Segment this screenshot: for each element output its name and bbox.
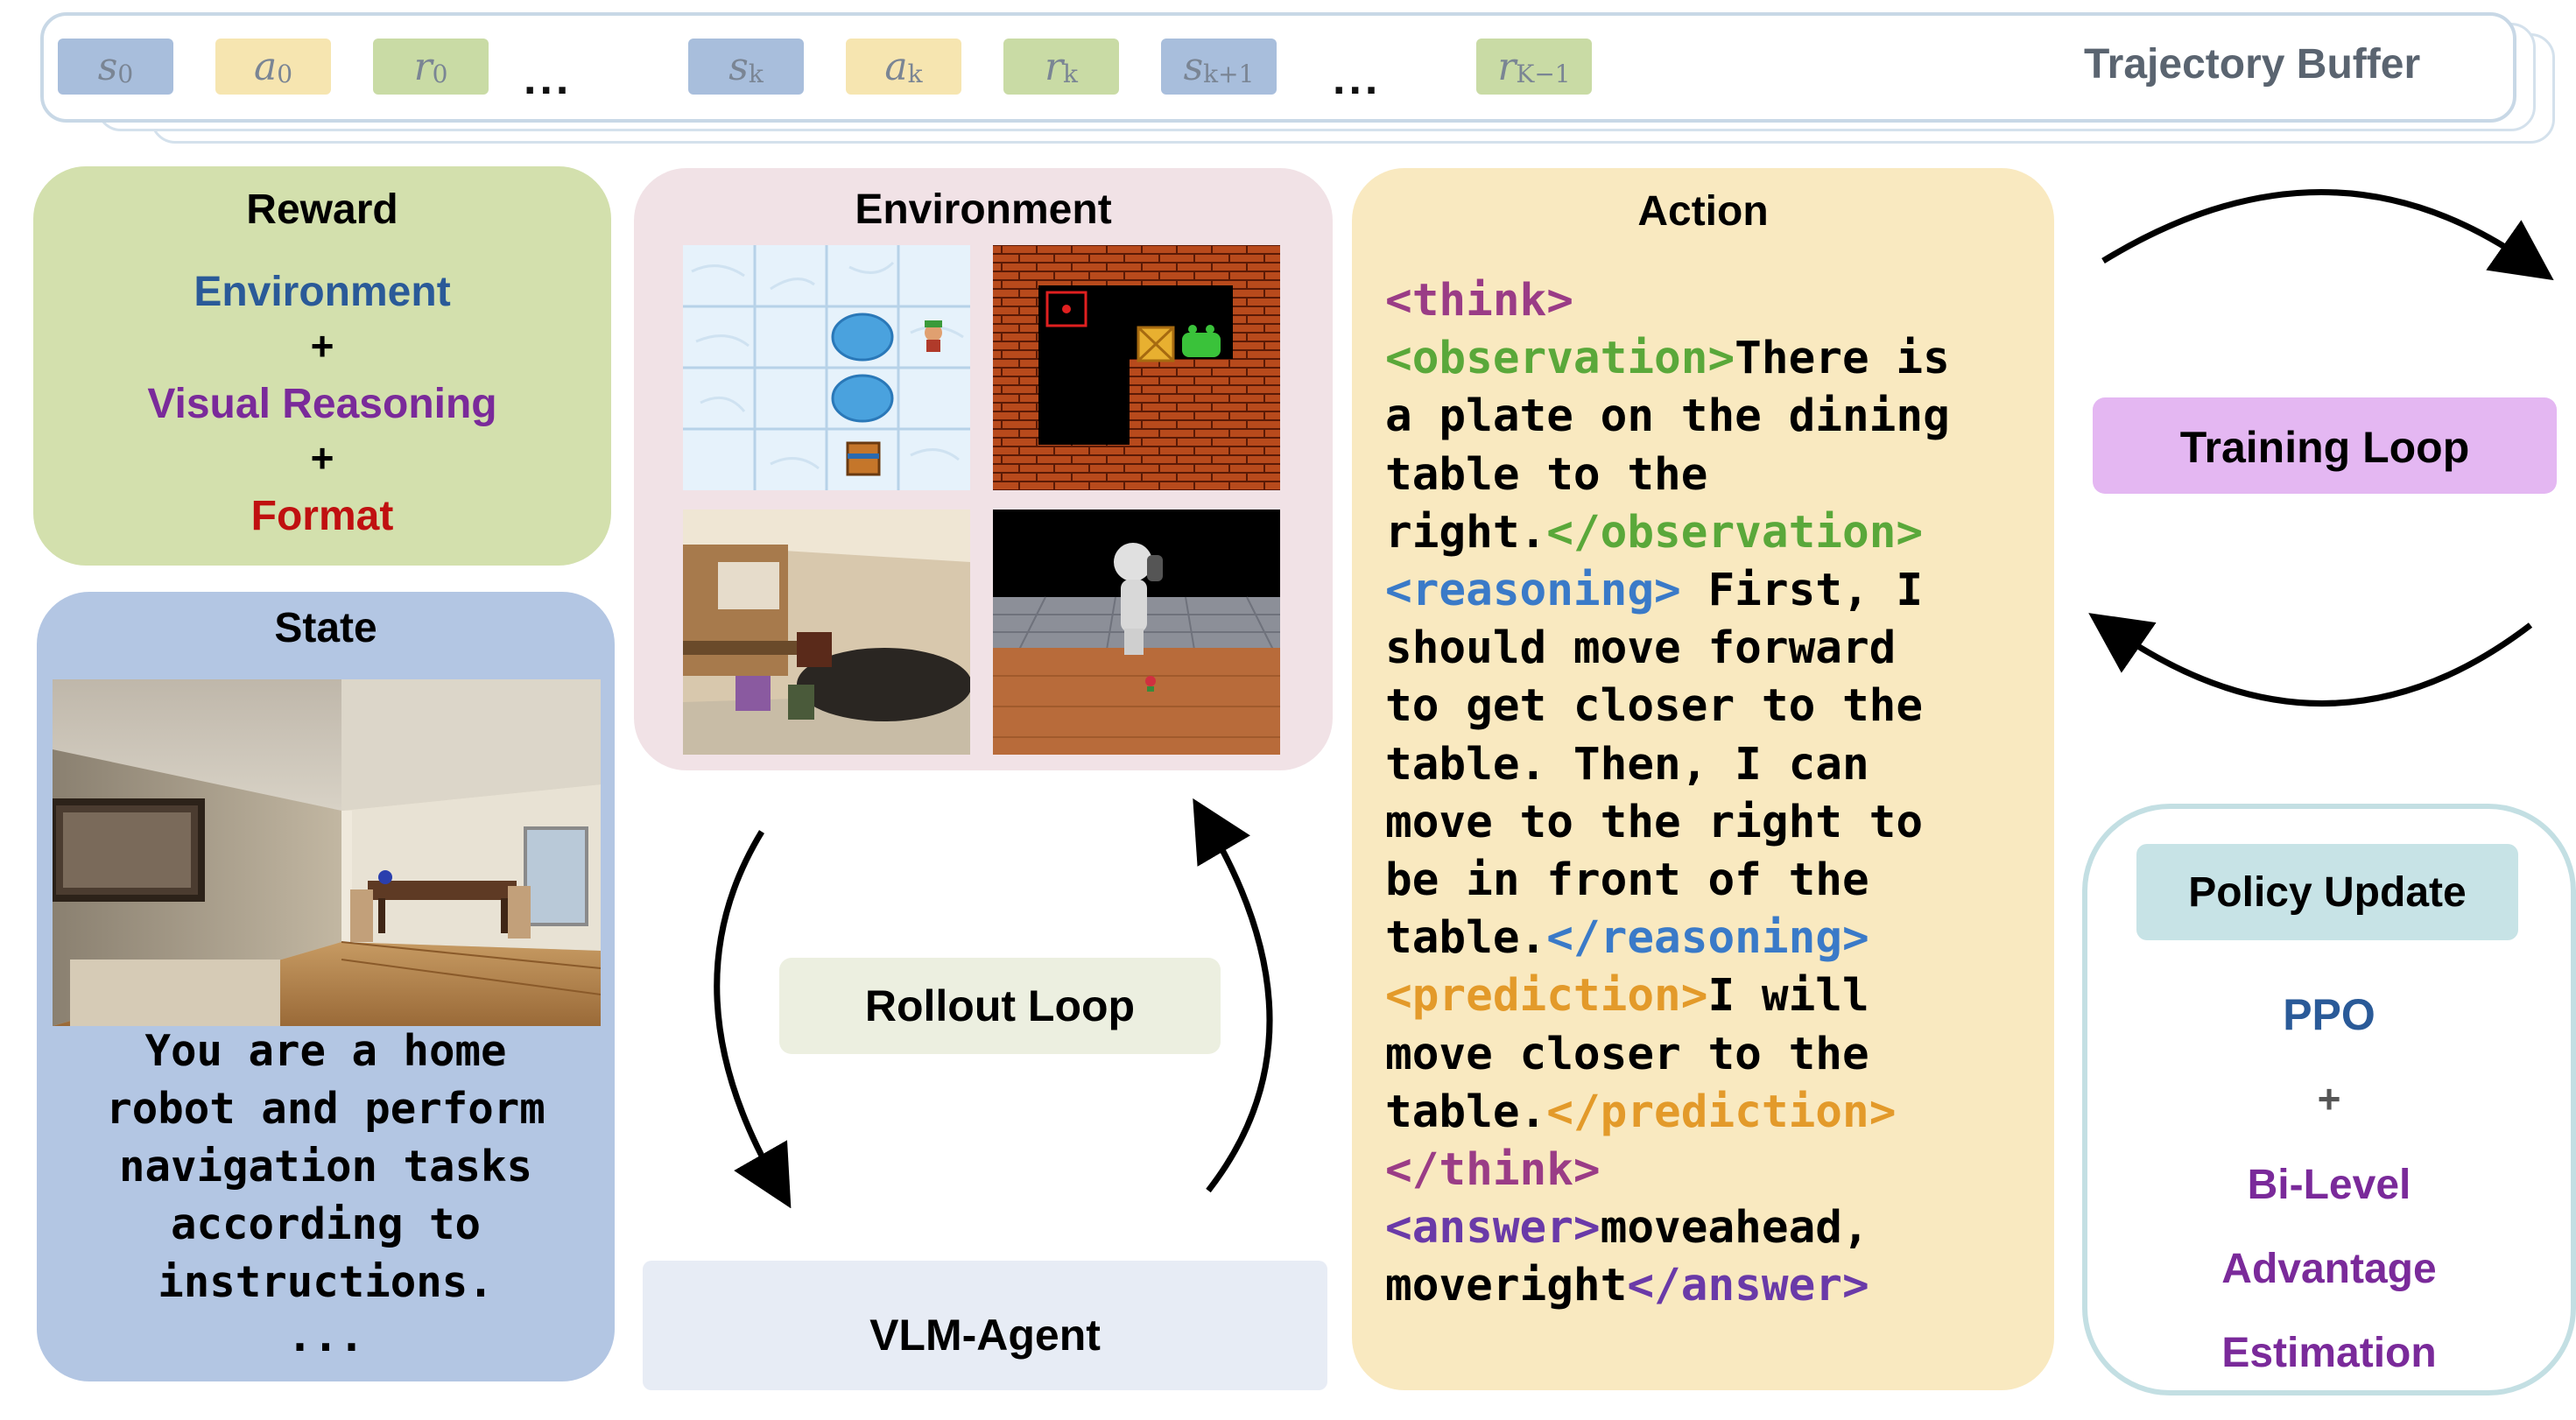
action-tag: <reasoning> [1385, 565, 1681, 616]
state-title: State [274, 605, 377, 651]
training-arrow-top [2101, 189, 2554, 281]
state-prompt-line-3: navigation tasks [118, 1142, 532, 1192]
action-title: Action [1637, 188, 1769, 235]
action-line: moveright</answer> [1385, 1260, 1869, 1311]
reward-plus-2: + [310, 435, 334, 481]
action-line: <prediction>I will [1385, 970, 1869, 1022]
rollout-loop-label: Rollout Loop [864, 981, 1136, 1030]
policy-update-header: Policy Update [2136, 844, 2518, 940]
reward-environment: Environment [194, 269, 451, 315]
state-panel: State [37, 592, 615, 1381]
action-line: table.</prediction> [1385, 1086, 1896, 1138]
state-prompt-line-5: instructions. [158, 1257, 494, 1307]
action-panel: Action [1352, 168, 2054, 1390]
training-arrow-bottom [2088, 613, 2533, 706]
action-line: <reasoning> First, I [1385, 565, 1923, 616]
action-text: I will [1707, 970, 1869, 1023]
state-prompt-line-2: robot and perform [106, 1084, 545, 1134]
action-tag: </observation> [1546, 506, 1924, 559]
environment-title: Environment [855, 186, 1112, 233]
action-line: table. Then, I can [1385, 739, 1869, 791]
reward-panel: Reward Environment + Visual Reasoning + … [33, 166, 611, 566]
training-loop-box: Training Loop [2093, 397, 2557, 494]
action-tag: </think> [1385, 1144, 1601, 1196]
action-line: be in front of the [1385, 854, 1869, 906]
action-line: <observation>There is [1385, 333, 1950, 384]
action-line: <think> [1385, 275, 1573, 327]
reward-title: Reward [246, 186, 398, 233]
action-line: right.</observation> [1385, 507, 1923, 559]
rollout-arrow-up [1193, 798, 1273, 1193]
action-line: a plate on the dining [1385, 390, 1950, 442]
action-tag: <observation> [1385, 333, 1735, 385]
action-tag: <answer> [1385, 1202, 1601, 1255]
vlm-agent-box: VLM-Agent [643, 1261, 1327, 1390]
rollout-loop-box: Rollout Loop [779, 958, 1221, 1054]
state-prompt-line-1: You are a home [144, 1026, 507, 1076]
reward-visual-reasoning: Visual Reasoning [147, 381, 497, 427]
policy-estimation: Estimation [2221, 1330, 2437, 1376]
action-tag: <prediction> [1385, 970, 1708, 1023]
action-text: table. [1385, 912, 1547, 965]
training-loop-label: Training Loop [2179, 423, 2470, 472]
reward-plus-1: + [310, 323, 334, 369]
action-tag: </reasoning> [1546, 912, 1869, 965]
action-line: should move forward [1385, 622, 1896, 674]
sokoban-image [993, 245, 1280, 490]
policy-plus: + [2317, 1076, 2341, 1121]
action-line: <answer>moveahead, [1385, 1202, 1869, 1254]
state-prompt-line-6: ... [286, 1311, 365, 1361]
policy-update-title: Policy Update [2188, 869, 2467, 916]
action-text: First, I [1680, 565, 1924, 616]
action-line: </think> [1385, 1144, 1601, 1196]
action-text: right. [1385, 506, 1547, 559]
trajectory-buffer-title: Trajectory Buffer [2084, 41, 2421, 88]
policy-advantage: Advantage [2221, 1246, 2437, 1292]
action-line: to get closer to the [1385, 680, 1923, 732]
action-text: be in front of the [1385, 854, 1869, 906]
action-tag: </prediction> [1546, 1086, 1897, 1138]
action-text: moveright [1385, 1260, 1628, 1312]
action-text: moveahead, [1600, 1202, 1869, 1255]
action-line: table to the [1385, 449, 1707, 501]
rollout-arrow-down [714, 830, 792, 1208]
vlm-agent-label: VLM-Agent [869, 1311, 1101, 1360]
robot-arena-image [993, 510, 1280, 755]
frozen-lake-image [683, 245, 970, 490]
action-line: move closer to the [1385, 1029, 1869, 1080]
state-room-image [53, 679, 601, 1026]
action-text: a plate on the dining [1385, 390, 1950, 443]
action-text: table to the [1385, 448, 1708, 501]
buffer-ellipsis-1: ... [524, 53, 573, 104]
action-text: There is [1735, 333, 1950, 385]
kitchen-image [683, 510, 970, 755]
buffer-ellipsis-2: ... [1333, 53, 1382, 104]
policy-bilevel: Bi-Level [2247, 1162, 2411, 1208]
rollout-arrows [714, 798, 1273, 1208]
action-text: table. [1385, 1086, 1547, 1138]
action-tag: <think> [1385, 275, 1573, 327]
action-tag: </answer> [1627, 1260, 1869, 1312]
action-text: to get closer to the [1385, 680, 1924, 733]
action-text: move closer to the [1385, 1028, 1869, 1080]
reward-format: Format [250, 493, 394, 539]
action-text: table. Then, I can [1385, 738, 1869, 791]
action-line: move to the right to [1385, 797, 1923, 848]
action-line: table.</reasoning> [1385, 912, 1869, 964]
action-text: should move forward [1385, 622, 1897, 675]
training-arrows [2088, 189, 2554, 706]
action-text: move to the right to [1385, 796, 1924, 848]
state-prompt-line-4: according to [170, 1199, 481, 1249]
policy-ppo: PPO [2283, 990, 2375, 1039]
